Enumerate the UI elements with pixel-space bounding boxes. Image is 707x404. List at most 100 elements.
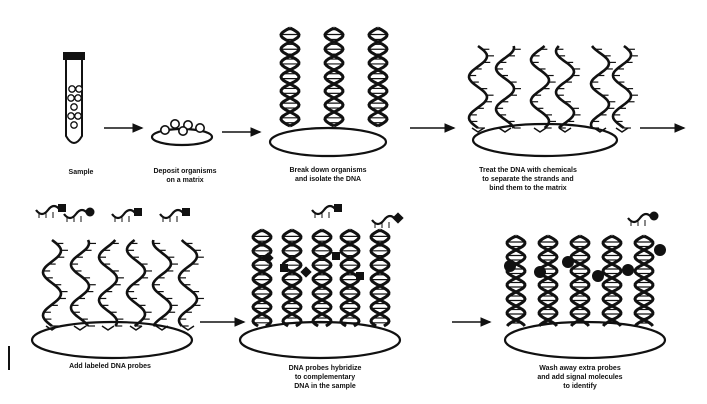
probe-strand (628, 214, 652, 222)
deposited-organism (196, 124, 204, 132)
signal-molecule (562, 256, 574, 268)
caption-hybridize: DNA probes hybridize to complementary DN… (255, 364, 395, 391)
signal-molecule (622, 264, 634, 276)
probe-strand (372, 216, 396, 224)
strand-backbone (127, 240, 145, 326)
probe-strand (312, 206, 336, 214)
dna-double-helix (369, 28, 387, 126)
matrix-signal (505, 322, 665, 358)
hybridized-helix (571, 236, 589, 326)
matrix-isolated-dna (270, 128, 386, 156)
labeled-probe (160, 208, 190, 222)
strand-backbone (496, 46, 514, 128)
bound-single-strand (469, 46, 494, 132)
caption-deposit-line-2: on a matrix (140, 176, 230, 185)
sample-organism (68, 113, 74, 119)
strand-backbone (556, 46, 574, 128)
hybridized-helix (283, 230, 301, 326)
tube-cap (63, 52, 85, 60)
strand-backbone (99, 240, 117, 326)
strand-backbone (469, 46, 487, 128)
bound-single-strand (179, 240, 204, 330)
strand-backbone (71, 240, 89, 326)
labeled-probe (112, 208, 142, 222)
hybridized-helix (603, 236, 621, 326)
probe-label-square (58, 204, 66, 212)
strand-backbone (531, 46, 549, 128)
strand-backbone (179, 240, 197, 326)
probe-strand (36, 206, 60, 214)
caption-break-line-1: Break down organisms (268, 166, 388, 175)
caption-hybridize-line-2: to complementary (255, 373, 395, 382)
caption-hybridize-line-1: DNA probes hybridize (255, 364, 395, 373)
hybridized-helix (539, 236, 557, 326)
caption-break: Break down organisms and isolate the DNA (268, 166, 388, 184)
helix-strand (325, 28, 343, 126)
hybridized-helix (253, 230, 271, 326)
sample-organism (76, 86, 82, 92)
probe-strand (160, 210, 184, 218)
bound-single-strand (99, 240, 124, 330)
bound-probe-label (280, 264, 288, 272)
deposited-organism (161, 126, 169, 134)
signal-molecule (592, 270, 604, 282)
free-probe (372, 212, 404, 228)
deposited-organism (179, 127, 187, 135)
strand-backbone (43, 240, 61, 326)
bound-single-strand (71, 240, 96, 330)
strand-backbone (613, 46, 631, 128)
caption-deposit-line-1: Deposit organisms (140, 167, 230, 176)
page-edge-mark (8, 346, 10, 370)
bound-probe-label (356, 272, 364, 280)
bound-single-strand (531, 46, 556, 132)
strand-anchor (616, 128, 628, 132)
sample-organism (69, 86, 75, 92)
strand-backbone (591, 46, 609, 128)
free-probe (628, 212, 659, 227)
sample-organism (71, 104, 77, 110)
signal-molecule (534, 266, 546, 278)
caption-wash: Wash away extra probes and add signal mo… (505, 364, 655, 391)
probe-strand (112, 210, 136, 218)
caption-sample: Sample (56, 168, 106, 177)
bound-single-strand (591, 46, 616, 132)
bound-single-strand (613, 46, 638, 132)
helix-strand (369, 28, 387, 126)
sample-organism (75, 113, 81, 119)
caption-wash-line-3: to identify (505, 382, 655, 391)
hybridized-helix (313, 230, 331, 326)
probe-label-circle (86, 208, 95, 217)
helix-strand (281, 28, 299, 126)
caption-break-line-2: and isolate the DNA (268, 175, 388, 184)
bound-single-strand (43, 240, 68, 330)
labeled-probe (36, 204, 66, 218)
probe-label-square (134, 208, 142, 216)
bound-single-strand (496, 46, 521, 132)
sample-organism (75, 95, 81, 101)
bound-probe-label (332, 252, 340, 260)
signal-molecule (654, 244, 666, 256)
free-probe (312, 204, 342, 218)
deposited-organism (171, 120, 179, 128)
caption-sample-line-1: Sample (56, 168, 106, 177)
bound-single-strand (556, 46, 581, 132)
bound-probe-label (300, 266, 311, 277)
dna-double-helix (281, 28, 299, 126)
bound-single-strand (127, 240, 152, 330)
probe-label-diamond (392, 212, 403, 223)
probe-strand (64, 210, 88, 218)
probe-label-circle (650, 212, 659, 221)
sample-organism (68, 95, 74, 101)
caption-add: Add labeled DNA probes (40, 362, 180, 371)
caption-wash-line-1: Wash away extra probes (505, 364, 655, 373)
probe-label-square (334, 204, 342, 212)
hybridized-helix (371, 230, 389, 326)
strand-backbone (153, 240, 171, 326)
signal-molecule (504, 260, 516, 272)
hybridized-helix (507, 236, 525, 326)
sample-organism (71, 122, 77, 128)
matrix-hybridize (240, 322, 400, 358)
dna-double-helix (325, 28, 343, 126)
caption-treat-line-3: bind them to the matrix (448, 184, 608, 193)
